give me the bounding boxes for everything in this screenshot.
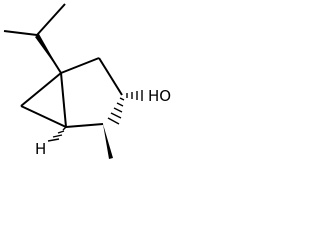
wedge-bond-isopropyl (35, 34, 61, 73)
bond-c6-c5 (20, 105, 67, 128)
bond-isopropyl-right (36, 3, 66, 36)
hydrogen-label: H (35, 140, 46, 158)
hydroxyl-label: HO (148, 87, 171, 105)
bond-isopropyl-left (3, 30, 38, 36)
wedge-bond-methyl (103, 124, 113, 159)
hashed-bond-c3-oh (126, 90, 143, 101)
bond-c1-c6 (20, 72, 62, 107)
bond-c1-c2 (60, 57, 100, 74)
hashed-bond-c5-h (47, 126, 67, 142)
hashed-bond-c3-c4 (107, 97, 125, 125)
bond-c2-c3 (98, 57, 123, 96)
bond-c4-c5 (65, 123, 104, 128)
molecule-structure: HO H (3, 3, 171, 159)
bond-c5-c1 (60, 72, 67, 128)
